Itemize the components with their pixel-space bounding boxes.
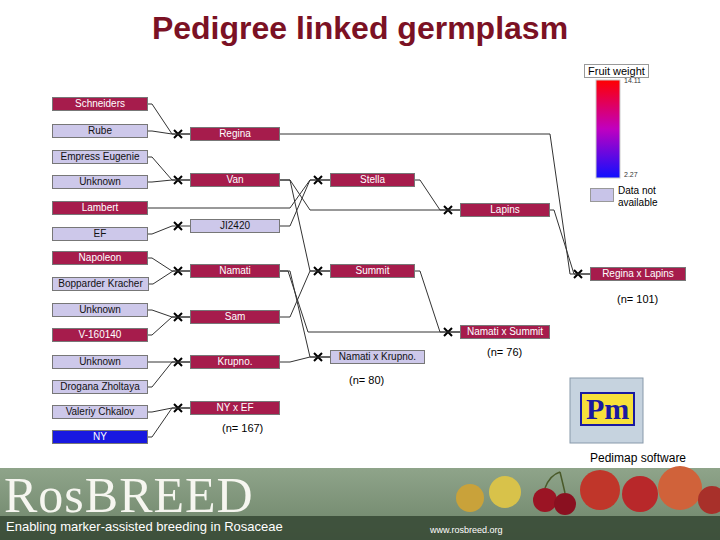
cultivar-name: Unknown	[79, 176, 121, 187]
cultivar-name: JI2420	[220, 220, 250, 231]
logo-panel	[570, 378, 643, 443]
cultivar-box: Namati x Summit	[460, 325, 550, 339]
no-data-box: EF	[52, 227, 148, 241]
pedigree-line	[550, 210, 590, 274]
no-data-box: Bopparder Kracher	[52, 277, 149, 291]
sample-size: (n= 167)	[222, 422, 263, 434]
software-logo: Pm	[580, 392, 635, 426]
cultivar-name: EF	[94, 228, 107, 239]
no-data-box: Empress Eugenie	[52, 150, 148, 164]
pedigree-line	[148, 258, 190, 271]
fruit-illustration	[456, 466, 720, 515]
pedigree-line	[148, 157, 190, 180]
sample-size: (n= 76)	[487, 346, 522, 358]
brand-wordmark: RosBREED	[4, 470, 254, 520]
cultivar-name: Regina x Lapins	[602, 268, 674, 279]
cultivar-name: Sam	[225, 311, 246, 322]
cultivar-name: Valeriy Chkalov	[66, 406, 135, 417]
cultivar-name: NY	[93, 431, 107, 442]
pedigree-line	[148, 180, 190, 182]
pedigree-line	[280, 134, 590, 274]
cultivar-box: NY	[52, 430, 148, 444]
cultivar-name: Namati x Krupno.	[339, 351, 416, 362]
sample-size: (n= 101)	[617, 293, 658, 305]
software-name: Pedimap software	[590, 451, 686, 465]
legend-title: Fruit weight	[584, 64, 649, 78]
pedigree-line	[149, 271, 190, 284]
cultivar-box: Regina	[190, 127, 280, 141]
no-data-box: Namati x Krupno.	[330, 350, 425, 364]
cultivar-name: Regina	[219, 128, 251, 139]
pedigree-line	[148, 317, 190, 335]
brand-url: www.rosbreed.org	[430, 525, 503, 535]
cultivar-name: Bopparder Kracher	[58, 278, 143, 289]
cultivar-box: Van	[190, 173, 280, 187]
cultivar-name: Namati	[219, 265, 251, 276]
cultivar-box: NY x EF	[190, 401, 280, 415]
scale-max: 14.11	[624, 77, 641, 84]
no-data-box: Rube	[52, 124, 148, 138]
page-title: Pedigree linked germplasm	[0, 10, 720, 47]
cultivar-box: Krupno.	[190, 355, 280, 369]
legend-swatch	[590, 188, 614, 202]
pedigree-line	[280, 180, 330, 271]
cultivar-box: Regina x Lapins	[590, 267, 686, 281]
no-data-box: JI2420	[190, 219, 280, 233]
pedigree-line	[148, 408, 190, 437]
cultivar-box: Napoleon	[52, 251, 148, 265]
pedigree-line	[148, 362, 190, 387]
cultivar-box: Lambert	[52, 201, 148, 215]
cultivar-name: Unknown	[79, 304, 121, 315]
cultivar-name: Lapins	[490, 204, 519, 215]
sample-size: (n= 80)	[349, 374, 384, 386]
cultivar-box: Summit	[330, 264, 415, 278]
cultivar-name: Summit	[356, 265, 390, 276]
cultivar-box: V-160140	[52, 328, 148, 342]
color-scale	[596, 80, 620, 178]
pedigree-line	[280, 271, 330, 317]
cultivar-name: V-160140	[79, 329, 122, 340]
cultivar-name: Stella	[360, 174, 385, 185]
pedigree-line	[415, 271, 460, 332]
pedigree-line	[148, 226, 190, 234]
scale-min: 2.27	[624, 171, 638, 178]
cultivar-name: Krupno.	[217, 356, 252, 367]
pedigree-line	[148, 131, 190, 134]
cultivar-box: Schneiders	[52, 97, 148, 111]
legend-text: Data not available	[618, 185, 682, 209]
cultivar-name: Napoleon	[79, 252, 122, 263]
pedigree-line	[280, 271, 460, 332]
pedigree-line	[148, 310, 190, 317]
cultivar-name: Lambert	[82, 202, 119, 213]
cultivar-box: Lapins	[460, 203, 550, 217]
cultivar-name: Unknown	[79, 356, 121, 367]
cultivar-name: Van	[226, 174, 243, 185]
no-data-box: Unknown	[52, 175, 148, 189]
no-data-box: Unknown	[52, 355, 148, 369]
footer-bar	[0, 516, 720, 540]
no-data-box: Drogana Zholtaya	[52, 380, 148, 394]
pedigree-line	[280, 357, 330, 362]
cultivar-name: Schneiders	[75, 98, 125, 109]
cultivar-name: Rube	[88, 125, 112, 136]
cultivar-box: Sam	[190, 310, 280, 324]
cross-symbol	[174, 222, 182, 230]
no-data-box: Unknown	[52, 303, 148, 317]
pedigree-line	[148, 408, 190, 412]
brand-tagline: Enabling marker-assisted breeding in Ros…	[6, 519, 283, 534]
cultivar-name: Empress Eugenie	[61, 151, 140, 162]
pedigree-line	[148, 104, 190, 134]
cultivar-box: Namati	[190, 264, 280, 278]
pedigree-line	[280, 271, 330, 357]
pedigree-line	[415, 180, 460, 210]
no-data-box: Valeriy Chkalov	[52, 405, 148, 419]
cultivar-name: Drogana Zholtaya	[60, 381, 140, 392]
footer-band	[0, 468, 720, 540]
cultivar-name: Namati x Summit	[467, 326, 543, 337]
cultivar-box: Stella	[330, 173, 415, 187]
cultivar-name: NY x EF	[216, 402, 253, 413]
